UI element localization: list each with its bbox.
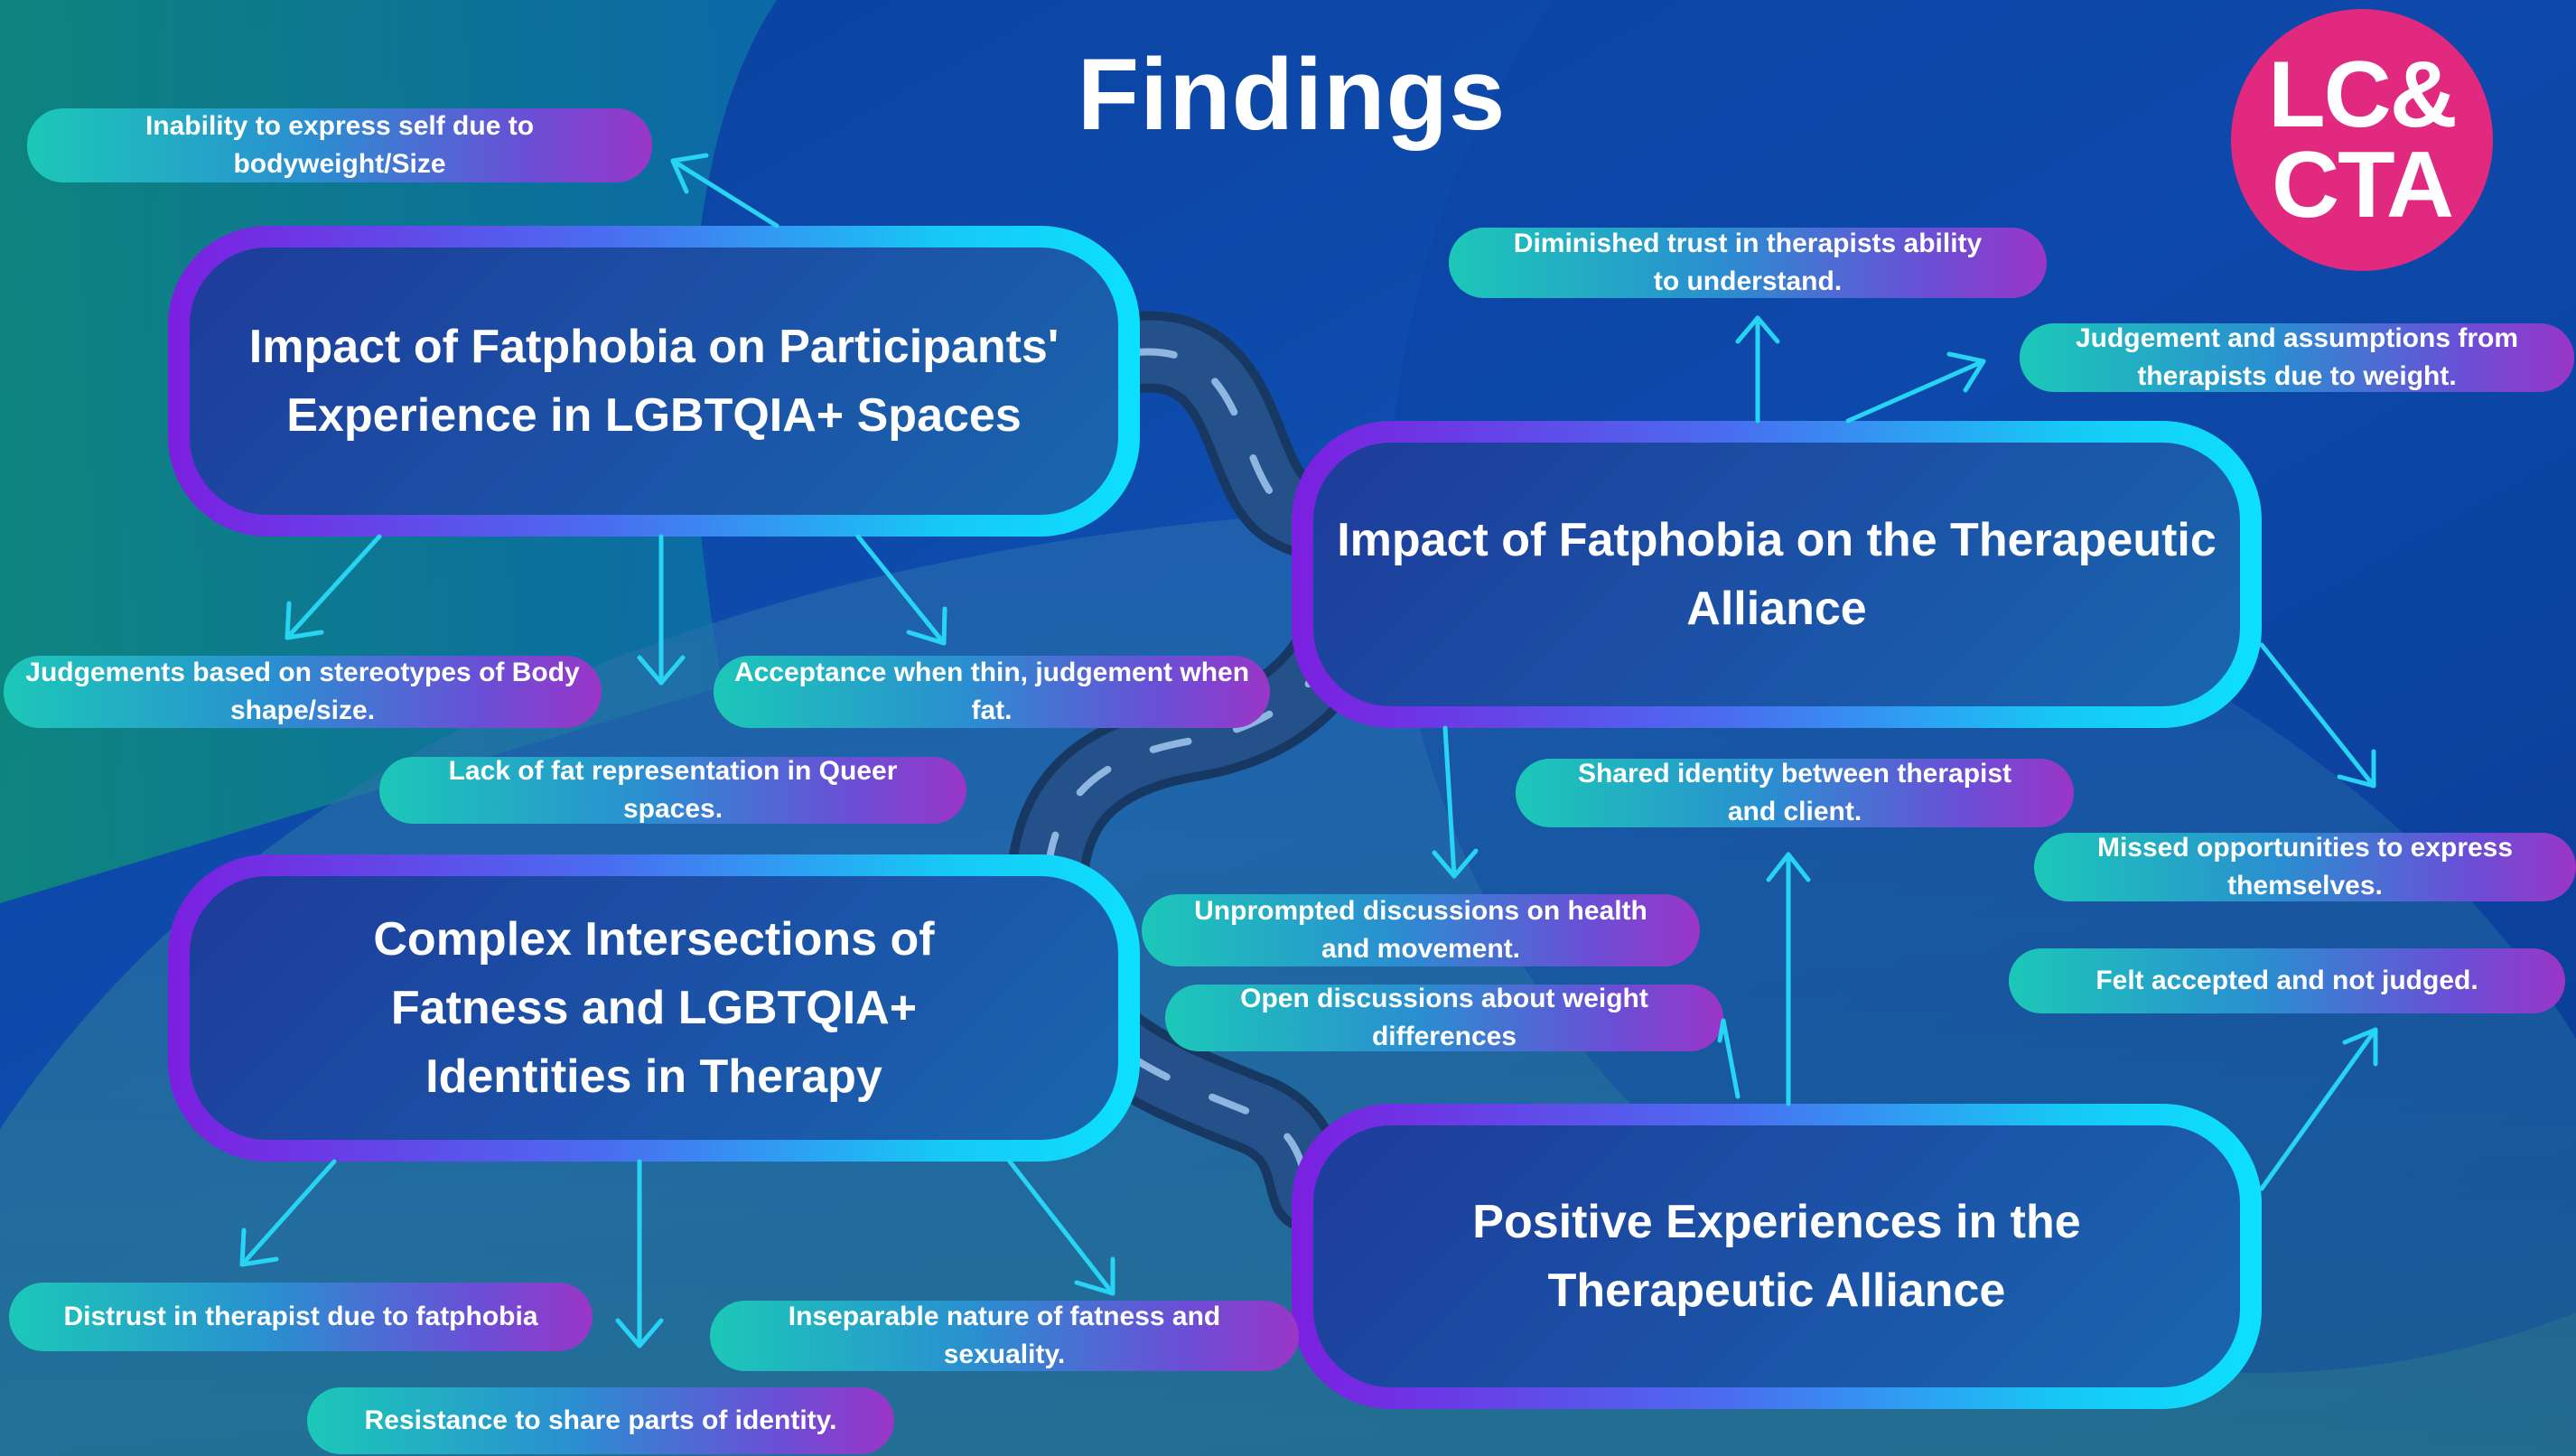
theme-box-positive: Positive Experiences in the Therapeutic … bbox=[1292, 1104, 2262, 1409]
finding-resistance: Resistance to share parts of identity. bbox=[307, 1387, 894, 1454]
logo: LC& CTA bbox=[2231, 9, 2493, 271]
finding-inability-express: Inability to express self due to bodywei… bbox=[27, 108, 652, 182]
theme-positive-label: Positive Experiences in the Therapeutic … bbox=[1313, 1125, 2240, 1387]
theme-box-fatphobia-lgbtqia: Impact of Fatphobia on Participants' Exp… bbox=[168, 226, 1140, 537]
finding-diminished-trust: Diminished trust in therapists ability t… bbox=[1449, 228, 2047, 298]
finding-acceptance-thin: Acceptance when thin, judgement when fat… bbox=[714, 656, 1270, 728]
road bbox=[1005, 311, 1396, 1233]
finding-open-discussions: Open discussions about weight difference… bbox=[1165, 984, 1723, 1051]
page-title: Findings bbox=[1077, 38, 1507, 151]
theme-box-therapeutic-alliance: Impact of Fatphobia on the Therapeutic A… bbox=[1292, 421, 2262, 728]
finding-missed-opportunities: Missed opportunities to express themselv… bbox=[2034, 833, 2576, 901]
finding-felt-accepted: Felt accepted and not judged. bbox=[2009, 948, 2565, 1013]
finding-judgement-assumptions: Judgement and assumptions from therapist… bbox=[2020, 323, 2574, 392]
theme-fatphobia-lgbtqia-label: Impact of Fatphobia on Participants' Exp… bbox=[190, 247, 1118, 515]
finding-lack-representation: Lack of fat representation in Queer spac… bbox=[379, 756, 966, 824]
theme-intersections-label: Complex Intersections of Fatness and LGB… bbox=[190, 876, 1118, 1140]
finding-unprompted: Unprompted discussions on health and mov… bbox=[1142, 894, 1700, 966]
finding-inseparable: Inseparable nature of fatness and sexual… bbox=[710, 1301, 1299, 1371]
theme-therapeutic-alliance-label: Impact of Fatphobia on the Therapeutic A… bbox=[1313, 443, 2240, 706]
logo-line-1: LC& bbox=[2268, 42, 2458, 147]
logo-line-2: CTA bbox=[2271, 133, 2454, 238]
finding-distrust: Distrust in therapist due to fatphobia bbox=[9, 1283, 593, 1351]
theme-box-intersections: Complex Intersections of Fatness and LGB… bbox=[168, 854, 1140, 1162]
finding-shared-identity: Shared identity between therapist and cl… bbox=[1516, 759, 2074, 827]
finding-stereotypes: Judgements based on stereotypes of Body … bbox=[4, 656, 602, 728]
